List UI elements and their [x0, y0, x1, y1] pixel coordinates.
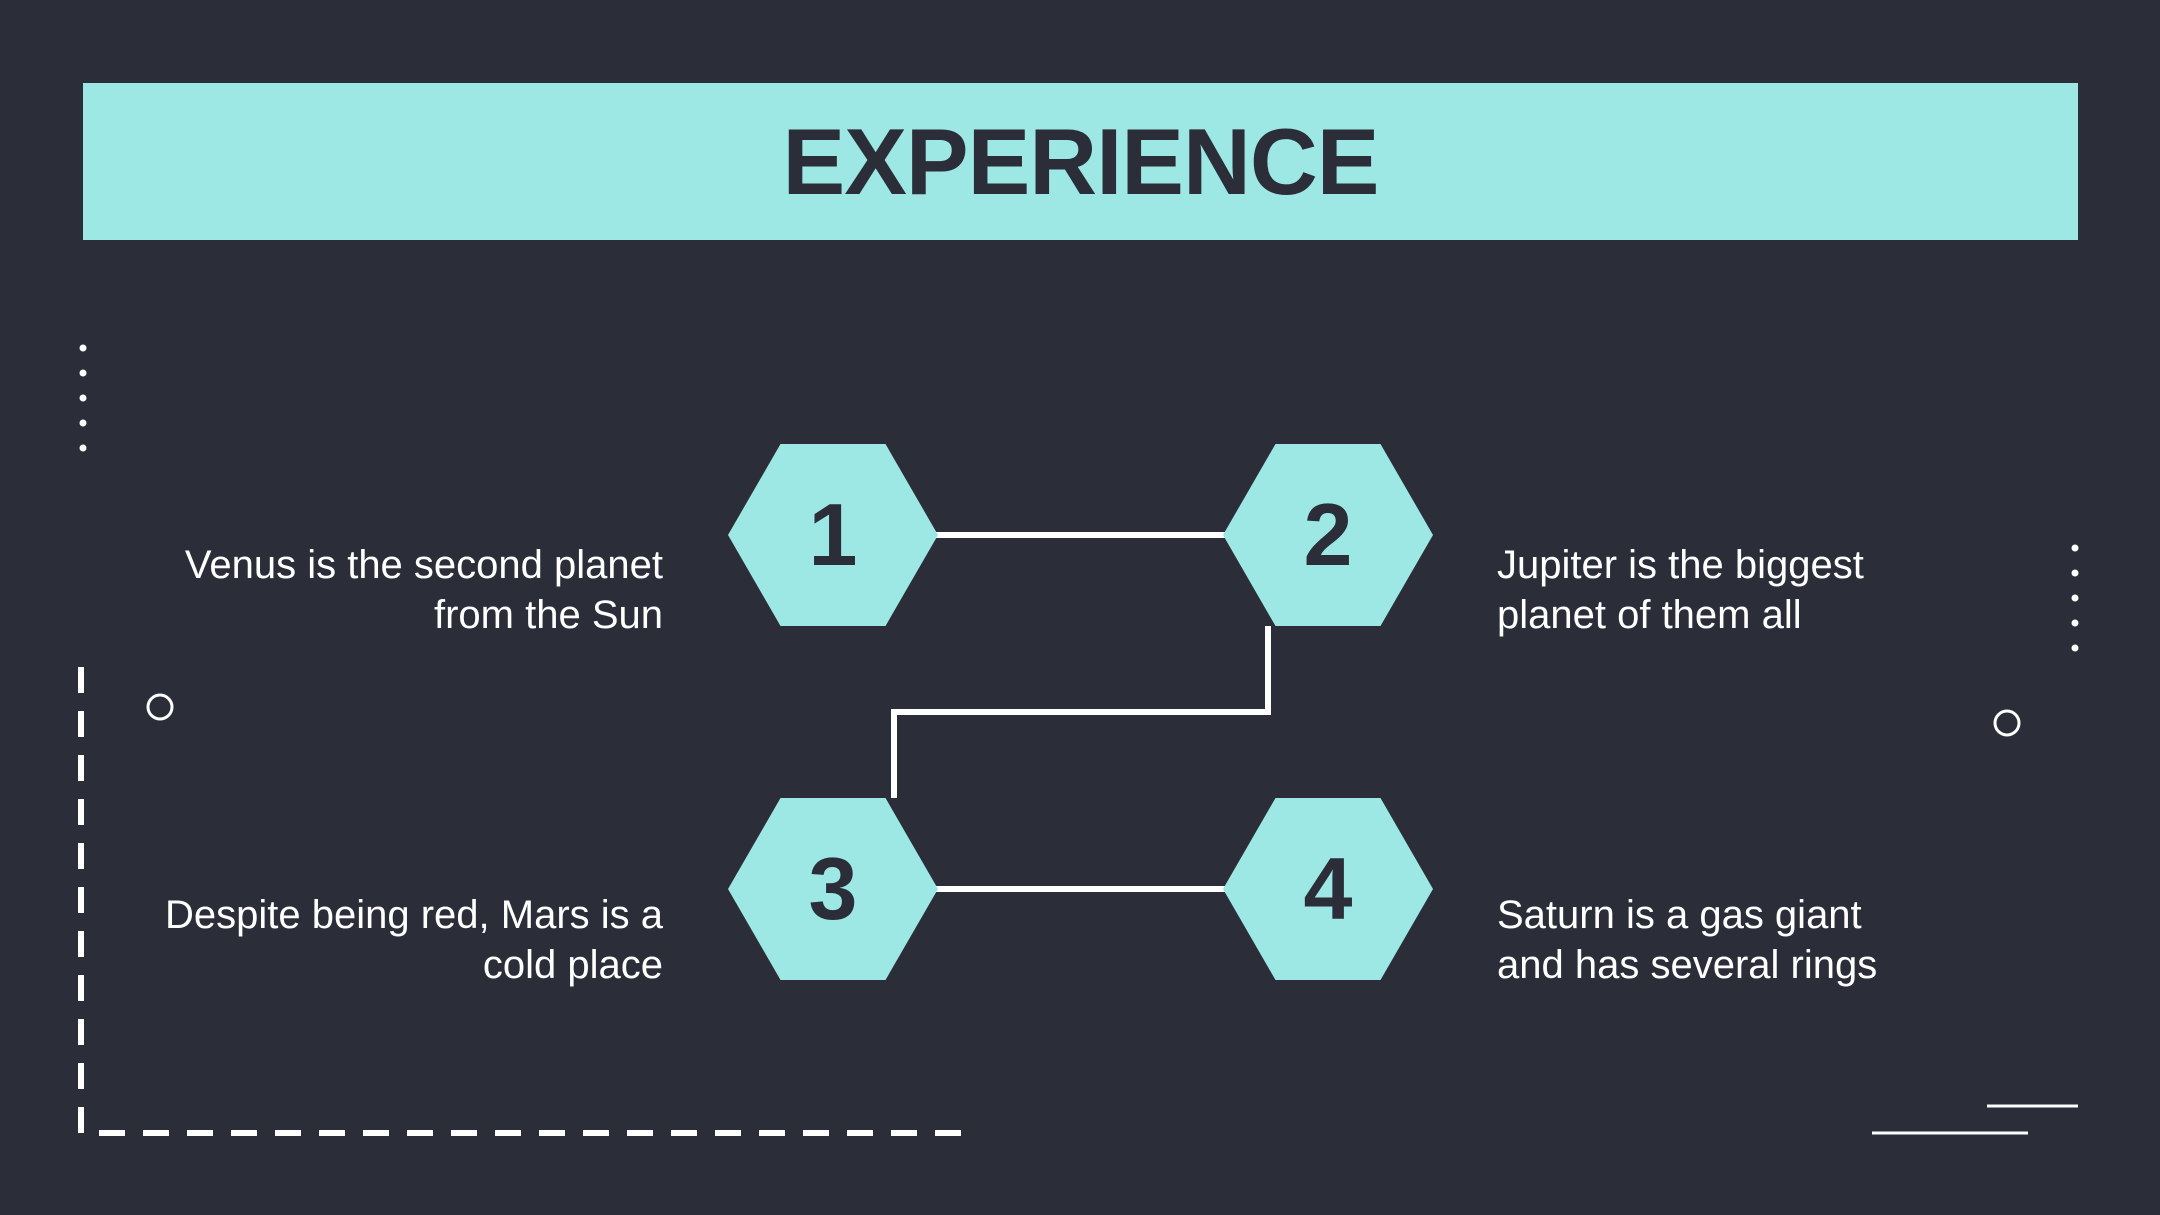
ring-right	[1993, 709, 2021, 737]
dashed-corner-frame	[78, 667, 962, 1136]
dots-top-left	[79, 344, 87, 452]
page-title: EXPERIENCE	[782, 108, 1380, 214]
step-number-2: 2	[1303, 485, 1353, 584]
dots-right	[2071, 544, 2079, 652]
step-number-4: 4	[1303, 839, 1353, 938]
step-description-3: Despite being red, Mars is a cold place	[164, 893, 663, 987]
step-description-1: Venus is the second planet from the Sun	[184, 543, 663, 637]
title-banner: EXPERIENCE	[83, 83, 2078, 240]
step-number-1: 1	[808, 485, 858, 584]
ring-left	[146, 693, 174, 721]
connector-2-3	[891, 626, 1271, 798]
step-description-2: Jupiter is the biggest planet of them al…	[1497, 543, 1864, 637]
step-number-3: 3	[808, 839, 858, 938]
step-description-4: Saturn is a gas giant and has several ri…	[1497, 893, 1878, 987]
hexagon-step-1: 1	[728, 444, 938, 626]
